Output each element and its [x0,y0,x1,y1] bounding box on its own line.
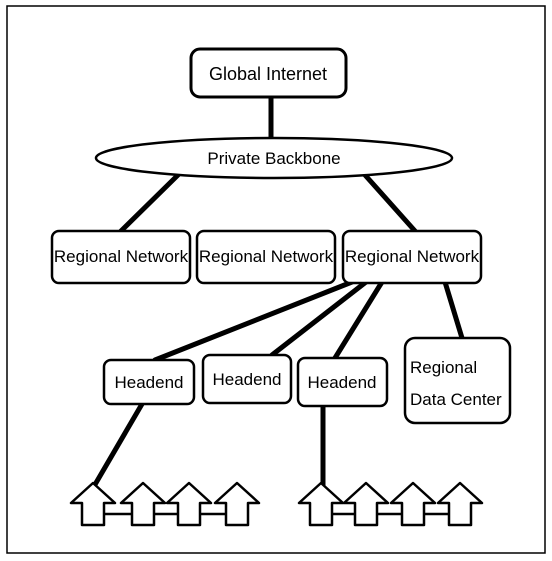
global-internet-node: Global Internet [189,47,348,99]
connector-regional-headend-1 [152,279,355,363]
headend-label: Headend [212,370,281,389]
house-icon [389,481,437,527]
regional-network-label: Regional Network [345,247,480,266]
connector-backbone-regional-3 [362,172,418,234]
connector-regional-datacenter [442,279,465,341]
regional-network-3: Regional Network [341,229,483,285]
connections [90,92,465,491]
house-icon [69,481,117,527]
connector-backbone-regional-1 [118,172,181,234]
headend-2: Headend [201,353,293,405]
house-icon [165,481,213,527]
private-backbone-node: Private Backbone [94,136,454,180]
global-internet-label: Global Internet [209,64,327,84]
subscriber-group-1 [69,481,261,527]
headend-1: Headend [102,358,196,406]
regional-network-label: Regional Network [199,247,334,266]
data-center-label-line2: Data Center [410,390,502,409]
regional-network-2: Regional Network [195,229,337,285]
connector-regional-headend-3 [332,279,385,361]
headend-label: Headend [114,373,183,392]
house-icon [119,481,167,527]
house-icon [213,481,261,527]
house-icon [297,481,345,527]
headend-label: Headend [307,373,376,392]
connector-regional-headend-2 [269,279,369,358]
private-backbone-label: Private Backbone [207,149,340,168]
headend-3: Headend [296,356,389,408]
house-icon [436,481,484,527]
regional-network-label: Regional Network [54,247,189,266]
connector-headend-1-homes [90,401,145,491]
diagram-frame [6,5,546,554]
data-center-label-line1: Regional [410,358,477,377]
regional-data-center: Regional Data Center [403,336,512,425]
subscriber-group-2 [297,481,484,527]
regional-network-1: Regional Network [50,229,192,285]
house-icon [342,481,390,527]
